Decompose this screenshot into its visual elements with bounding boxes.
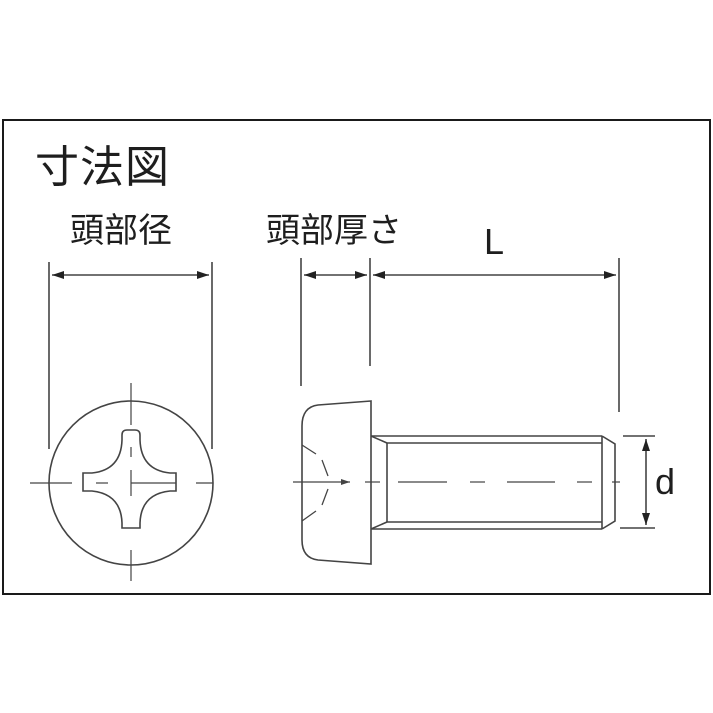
drawing-frame bbox=[2, 119, 711, 595]
diameter-label: d bbox=[655, 461, 676, 502]
head-thickness-label: 頭部厚さ bbox=[266, 211, 402, 251]
top-view-screw-head bbox=[30, 383, 214, 581]
drawing-title: 寸法図 bbox=[35, 142, 170, 193]
diameter-dimension bbox=[620, 435, 655, 529]
length-label: L bbox=[484, 221, 505, 262]
head-diameter-label: 頭部径 bbox=[70, 211, 172, 251]
length-dimensions bbox=[300, 258, 620, 412]
phillips-cross-icon bbox=[82, 429, 177, 529]
head-diameter-dimension bbox=[48, 262, 213, 449]
side-view-screw bbox=[293, 400, 620, 565]
